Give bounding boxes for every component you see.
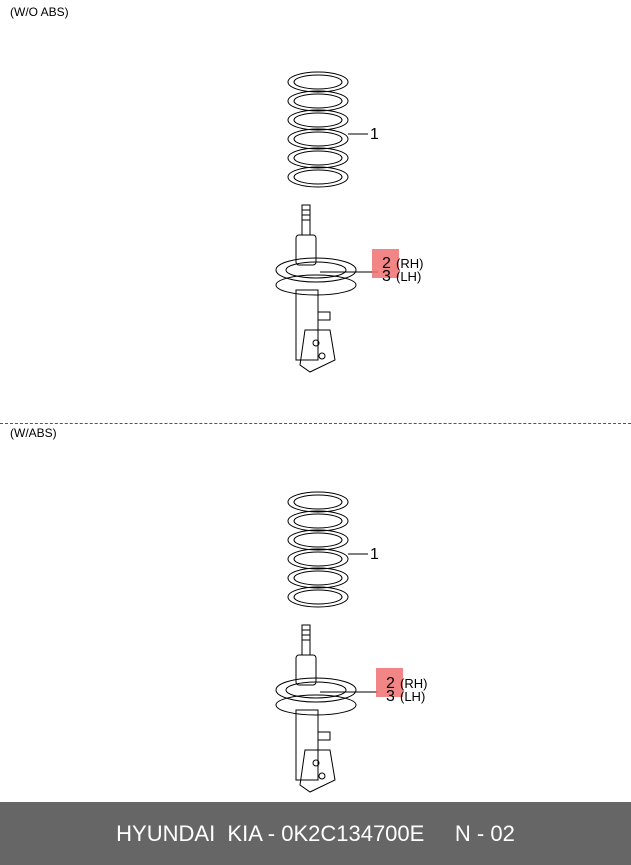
strut-assembly-diagram-w-abs: 1 2 (RH) 3 (LH) [275, 491, 427, 793]
callout-part-1: 1 [370, 546, 379, 563]
footer-page-code: N - 02 [454, 820, 515, 846]
callout-part-3-side: (LH) [396, 269, 421, 284]
section-divider [0, 423, 631, 424]
callout-part-1: 1 [370, 126, 379, 143]
section-label-wo-abs: (W/O ABS) [10, 5, 69, 19]
callout-part-2-side: (RH) [396, 256, 423, 271]
callout-part-3: 3 [382, 268, 391, 285]
strut-assembly-diagram-wo-abs: 1 2 (RH) 3 (LH) [275, 71, 423, 373]
coil-spring [287, 71, 349, 188]
coil-spring [287, 491, 349, 608]
callout-part-2: 2 [382, 255, 391, 272]
footer-part-number: HYUNDAI KIA - 0K2C134700E [116, 820, 425, 846]
footer-bar: HYUNDAI KIA - 0K2C134700E N - 02 [0, 802, 631, 865]
callout-part-2-side: (RH) [400, 676, 427, 691]
callout-part-2: 2 [386, 675, 395, 692]
callout-part-3: 3 [386, 688, 395, 705]
strut [275, 204, 357, 373]
callout-part-3-side: (LH) [400, 689, 425, 704]
strut [275, 624, 357, 793]
footer-spacer [424, 821, 455, 847]
section-label-w-abs: (W/ABS) [10, 426, 57, 440]
